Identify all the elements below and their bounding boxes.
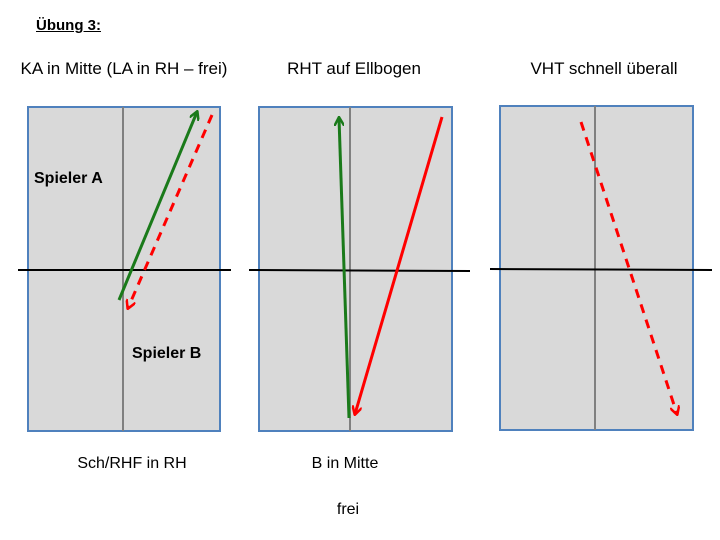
player-a-label: Spieler A xyxy=(34,170,103,187)
panel-3-caption: VHT schnell überall xyxy=(530,59,678,78)
green-arrow xyxy=(339,118,351,419)
exercise-title: Übung 3: xyxy=(36,17,101,34)
panel-2-caption: RHT auf Ellbogen xyxy=(287,59,421,78)
table-surface xyxy=(499,105,694,431)
panel-2-table xyxy=(248,106,471,432)
net-line xyxy=(489,268,713,271)
panel-1-caption: KA in Mitte (LA in RH – frei) xyxy=(20,59,228,78)
panel-3-table xyxy=(489,105,713,431)
table-surface xyxy=(258,106,453,432)
red-arrow xyxy=(355,116,444,414)
panel-1-table xyxy=(18,106,231,432)
red-dashed-arrow xyxy=(579,121,677,414)
player-b-label: Spieler B xyxy=(132,345,202,362)
panel-2-extra-label: frei xyxy=(336,501,360,518)
green-arrow xyxy=(117,112,197,301)
net-line xyxy=(248,269,471,272)
red-dashed-arrow xyxy=(128,114,214,308)
panel-2-bottom-label: B in Mitte xyxy=(311,455,379,472)
panel-1-bottom-label: Sch/RHF in RH xyxy=(77,455,187,472)
